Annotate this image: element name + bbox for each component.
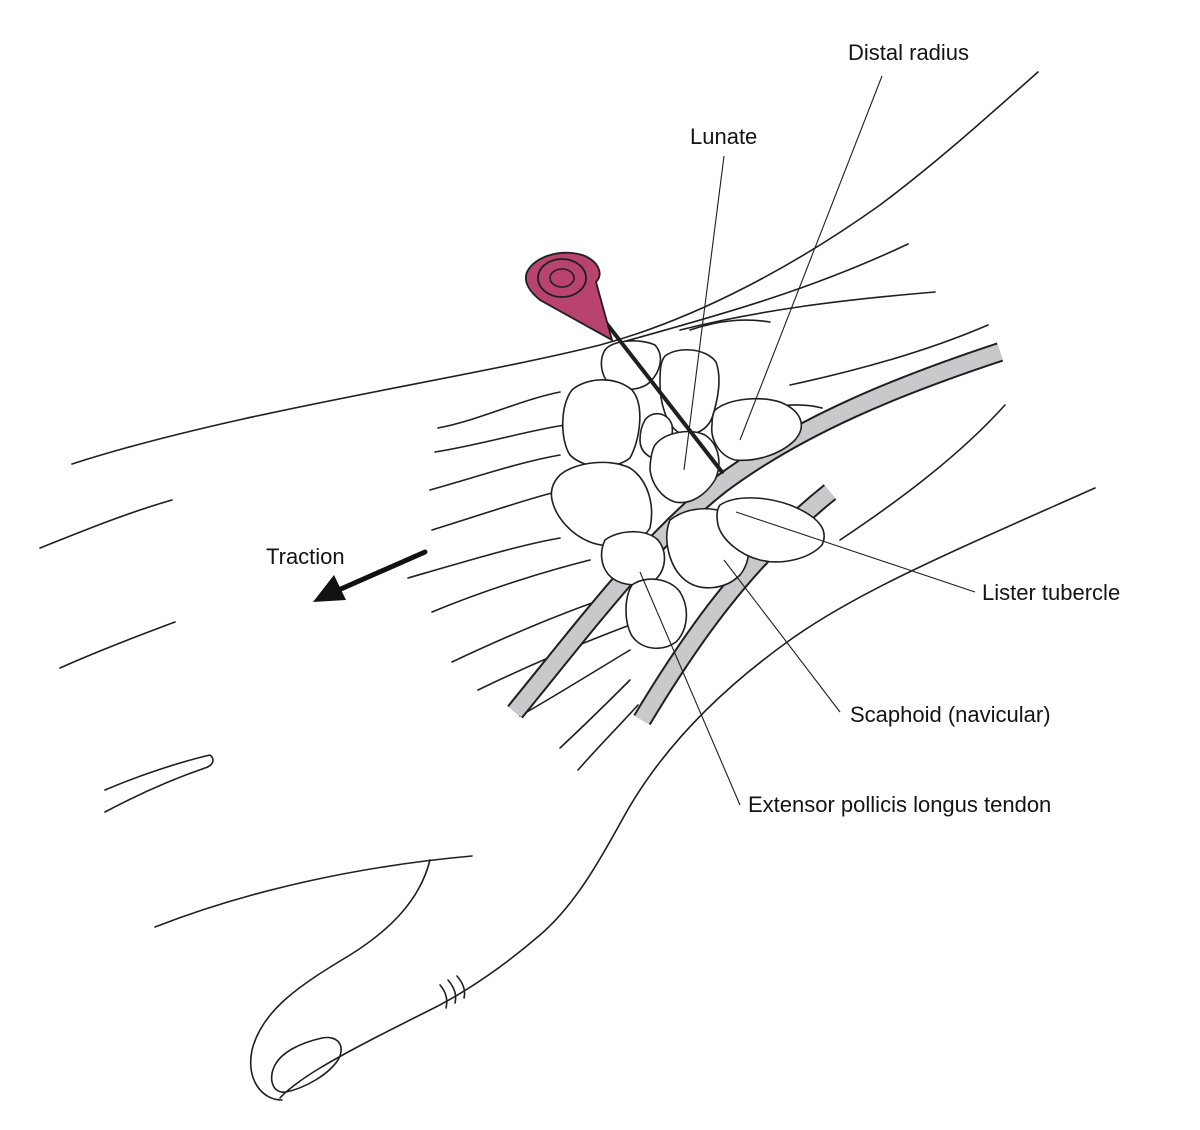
label-scaphoid: Scaphoid (navicular): [850, 702, 1051, 727]
finger-line-1: [39, 499, 173, 549]
thumb-nail: [270, 1036, 342, 1093]
needle-icon: [525, 251, 724, 474]
hand-outline: [39, 71, 1096, 1101]
lister-tubercle-bone: [710, 397, 803, 462]
leader-epl: [639, 571, 741, 806]
radial-contour: [279, 487, 1096, 1099]
needle-shaft: [598, 313, 724, 474]
pisiform-bone: [600, 530, 666, 586]
capitate-bone: [561, 379, 641, 468]
labels: Distal radius Lunate Traction Lister tub…: [266, 40, 1120, 817]
radius-styloid: [716, 497, 825, 563]
label-distal-radius: Distal radius: [848, 40, 969, 65]
label-lister-tubercle: Lister tubercle: [982, 580, 1120, 605]
leader-lines: [639, 75, 976, 806]
needle-hub-opening: [537, 258, 587, 298]
finger-tip: [104, 754, 214, 813]
palm-edge: [154, 855, 473, 928]
label-traction: Traction: [266, 544, 345, 569]
tendon-upper-fill: [508, 344, 1003, 718]
carpal-bones: [550, 340, 825, 649]
thumb-crease-3: [456, 975, 466, 999]
label-epl-tendon: Extensor pollicis longus tendon: [748, 792, 1051, 817]
thumb-crease-1: [439, 984, 448, 1009]
leader-scaphoid: [723, 559, 841, 713]
metacarpal-base: [625, 578, 688, 649]
arrow-left-down-icon: [313, 549, 428, 602]
needle-hub-inner: [549, 268, 575, 288]
label-lunate: Lunate: [690, 124, 757, 149]
thumb-crease-2: [447, 979, 457, 1004]
leader-lunate: [683, 155, 725, 471]
leader-lister: [735, 511, 976, 593]
dorsal-contour: [71, 71, 1039, 465]
leader-distal-radius: [739, 75, 883, 441]
thumb-outline: [249, 859, 431, 1101]
finger-line-2: [59, 621, 176, 669]
